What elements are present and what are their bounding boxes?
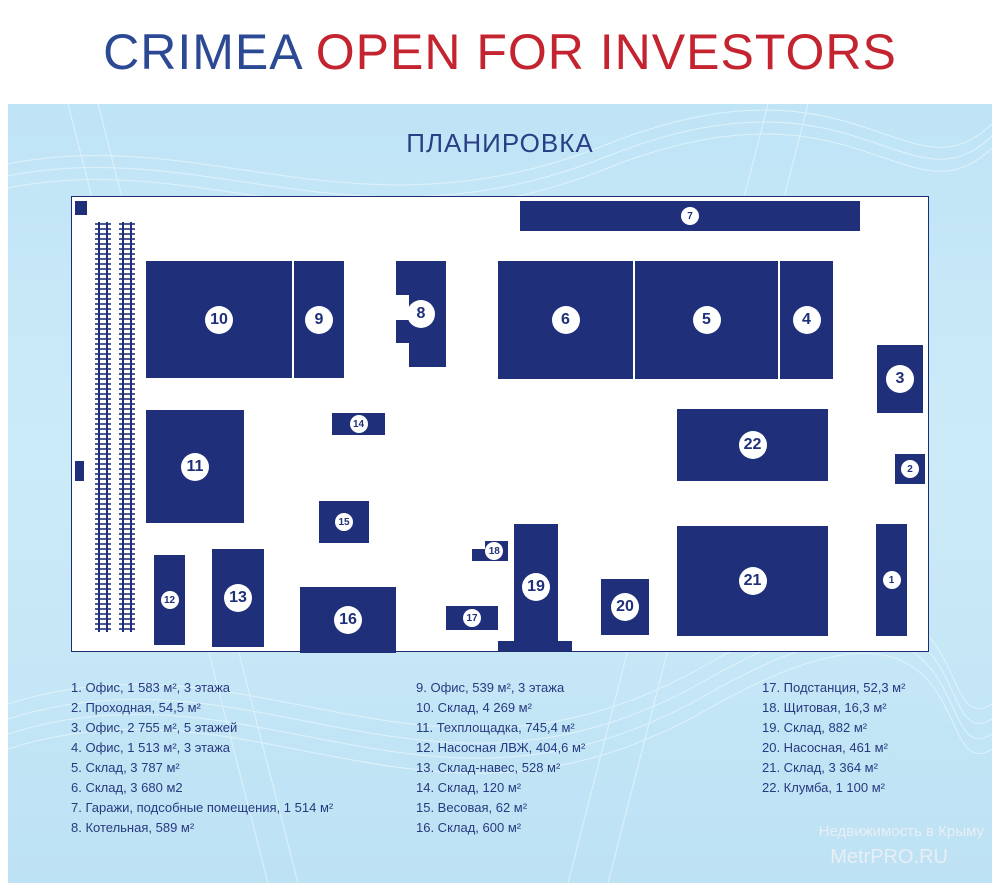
building-6-label: 6 — [551, 306, 580, 334]
legend-item: 16. Склад, 600 м² — [416, 820, 522, 835]
plan-subtitle: ПЛАНИРОВКА — [406, 128, 594, 158]
building-9: 9 — [294, 261, 344, 378]
building-7-label: 7 — [681, 207, 699, 225]
building-21: 21 — [677, 526, 828, 636]
legend-item: 1. Офис, 1 583 м², 3 этажа — [71, 680, 231, 695]
building-19-base — [498, 641, 572, 651]
building-15: 15 — [319, 501, 369, 543]
legend-column-1: 1. Офис, 1 583 м², 3 этажа 2. Проходная,… — [71, 678, 333, 838]
legend-item: 21. Склад, 3 364 м² — [762, 760, 878, 775]
building-6: 6 — [498, 261, 633, 379]
building-3: 3 — [877, 345, 923, 413]
building-16: 16 — [300, 587, 396, 653]
legend-item: 7. Гаражи, подсобные помещения, 1 514 м² — [71, 800, 334, 815]
watermark-line-2: MetrPRO.RU — [830, 846, 948, 868]
title-open-for-investors: OPEN FOR INVESTORS — [315, 24, 897, 80]
legend-item: 12. Насосная ЛВЖ, 404,6 м² — [416, 740, 586, 755]
building-14-label: 14 — [349, 415, 368, 433]
legend-item: 17. Подстанция, 52,3 м² — [762, 680, 906, 695]
legend-item: 22. Клумба, 1 100 м² — [762, 780, 885, 795]
title-crimea: CRIMEA — [103, 24, 301, 80]
building-8-notch-bottom — [396, 343, 409, 367]
building-9-label: 9 — [305, 305, 333, 334]
building-12: 12 — [154, 555, 185, 645]
building-13-label: 13 — [224, 584, 252, 612]
legend-item: 14. Склад, 120 м² — [416, 780, 522, 795]
building-4: 4 — [780, 261, 833, 379]
building-11-label: 11 — [181, 452, 209, 481]
building-17: 17 — [446, 606, 498, 630]
building-16-label: 16 — [334, 606, 362, 634]
header: CRIMEA OPEN FOR INVESTORS — [0, 0, 1000, 104]
legend-item: 20. Насосная, 461 м² — [762, 740, 888, 755]
building-5: 5 — [635, 261, 778, 379]
site-plan: 7 10 9 8 6 5 4 3 14 11 22 2 15 — [71, 196, 929, 653]
gate-marker-mid — [75, 461, 84, 481]
legend-column-2: 9. Офис, 539 м², 3 этажа 10. Склад, 4 26… — [416, 678, 585, 838]
building-22: 22 — [677, 409, 828, 481]
watermark-line-1: Недвижимость в Крыму — [818, 823, 984, 840]
building-11: 11 — [146, 410, 244, 523]
building-19: 19 — [514, 524, 558, 650]
building-15-label: 15 — [335, 513, 353, 531]
legend-item: 8. Котельная, 589 м² — [71, 820, 195, 835]
building-20: 20 — [601, 579, 649, 635]
building-2-label: 2 — [901, 460, 919, 478]
building-18-label: 18 — [485, 542, 504, 560]
legend-item: 4. Офис, 1 513 м², 3 этажа — [71, 740, 231, 755]
building-19-label: 19 — [522, 573, 550, 601]
building-10: 10 — [146, 261, 292, 378]
legend-item: 18. Щитовая, 16,3 м² — [762, 700, 887, 715]
legend-item: 5. Склад, 3 787 м² — [71, 760, 180, 775]
building-14: 14 — [332, 413, 385, 435]
legend-item: 9. Офис, 539 м², 3 этажа — [416, 680, 565, 695]
building-17-label: 17 — [463, 609, 481, 627]
building-8-notch-top — [396, 295, 409, 320]
building-20-label: 20 — [611, 593, 639, 621]
legend-item: 6. Склад, 3 680 м2 — [71, 780, 183, 795]
building-4-label: 4 — [792, 306, 821, 334]
legend-item: 15. Весовая, 62 м² — [416, 800, 528, 815]
legend-item: 19. Склад, 882 м² — [762, 720, 868, 735]
building-21-label: 21 — [738, 567, 767, 595]
building-22-label: 22 — [738, 431, 767, 459]
railway-track-1 — [92, 222, 114, 632]
page-title: CRIMEA OPEN FOR INVESTORS — [0, 22, 1000, 82]
building-1-label: 1 — [882, 571, 901, 589]
building-8-label: 8 — [407, 300, 435, 328]
legend-item: 3. Офис, 2 755 м², 5 этажей — [71, 720, 238, 735]
legend-item: 2. Проходная, 54,5 м² — [71, 700, 201, 715]
railway-track-2 — [116, 222, 138, 632]
building-10-label: 10 — [205, 305, 233, 334]
legend-item: 11. Техплощадка, 745,4 м² — [416, 720, 575, 735]
legend-column-3: 17. Подстанция, 52,3 м² 18. Щитовая, 16,… — [762, 678, 905, 798]
building-7: 7 — [520, 201, 860, 231]
building-2: 2 — [895, 454, 925, 484]
building-12-label: 12 — [160, 591, 179, 609]
gate-marker-top — [75, 201, 87, 215]
legend-item: 10. Склад, 4 269 м² — [416, 700, 532, 715]
building-5-label: 5 — [692, 306, 721, 334]
building-1: 1 — [876, 524, 907, 636]
building-13: 13 — [212, 549, 264, 647]
building-18-notch — [472, 541, 485, 549]
building-3-label: 3 — [886, 365, 914, 393]
legend-item: 13. Склад-навес, 528 м² — [416, 760, 561, 775]
